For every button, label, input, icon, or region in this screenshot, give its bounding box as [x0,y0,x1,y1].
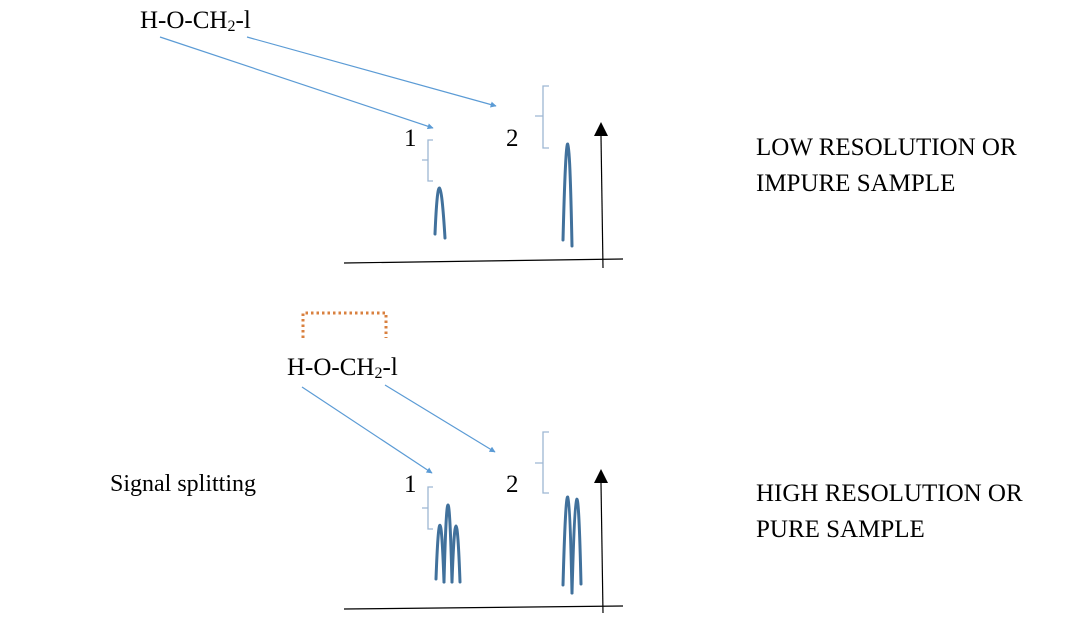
integration-bracket-2 [535,431,549,494]
formula-label: H-O-CH2-l [287,355,398,382]
axis-arrowhead-icon [594,122,608,136]
signal-label-1: 1 [404,471,417,498]
caption-line: IMPURE SAMPLE [756,170,956,197]
signal-label-1: 1 [404,125,417,152]
peak-group-signal-1 [434,503,462,584]
formula-end: -l [235,7,251,34]
integration-bracket-1 [422,139,433,182]
panel-low-resolution [159,36,624,269]
formula-end: -l [382,354,398,381]
intensity-axis [600,135,604,269]
caption-line: LOW RESOLUTION OR [756,134,1017,161]
peak-group-signal-2 [561,495,583,595]
formula-main: H-O-CH [140,7,228,34]
baseline-axis [343,258,624,264]
signal-label-2: 2 [506,471,519,498]
caption-low-resolution: LOW RESOLUTION OR IMPURE SAMPLE [756,130,1017,202]
peak-signal-2-b [570,497,583,595]
arrow-to-signal-1 [159,36,434,130]
arrow-to-signal-2 [384,384,496,453]
axis-arrowhead-icon [594,469,608,483]
peak-signal-2 [561,142,574,248]
signal-splitting-note: Signal splitting [110,471,257,497]
peak-signal-1-a [434,523,446,584]
arrow-to-signal-2 [246,36,497,108]
caption-high-resolution: HIGH RESOLUTION OR PURE SAMPLE [756,476,1023,548]
peak-signal-1-b [442,503,454,584]
coupling-bracket [301,311,388,338]
peak-signal-1-c [450,524,462,584]
integration-bracket-2 [535,85,549,149]
peak-signal-1 [433,186,447,240]
arrow-to-signal-1 [301,386,433,474]
integration-bracket-1 [422,486,433,530]
signal-label-2: 2 [506,125,519,152]
peak-signal-2-a [561,495,574,595]
baseline-axis [343,605,624,610]
panel-high-resolution [301,311,624,614]
formula-label: H-O-CH2-l [140,8,251,35]
formula-subscript: 2 [374,365,383,382]
intensity-axis [600,482,604,614]
caption-line: HIGH RESOLUTION OR [756,480,1023,507]
caption-line: PURE SAMPLE [756,516,925,543]
formula-main: H-O-CH [287,354,375,381]
formula-subscript: 2 [227,18,236,35]
